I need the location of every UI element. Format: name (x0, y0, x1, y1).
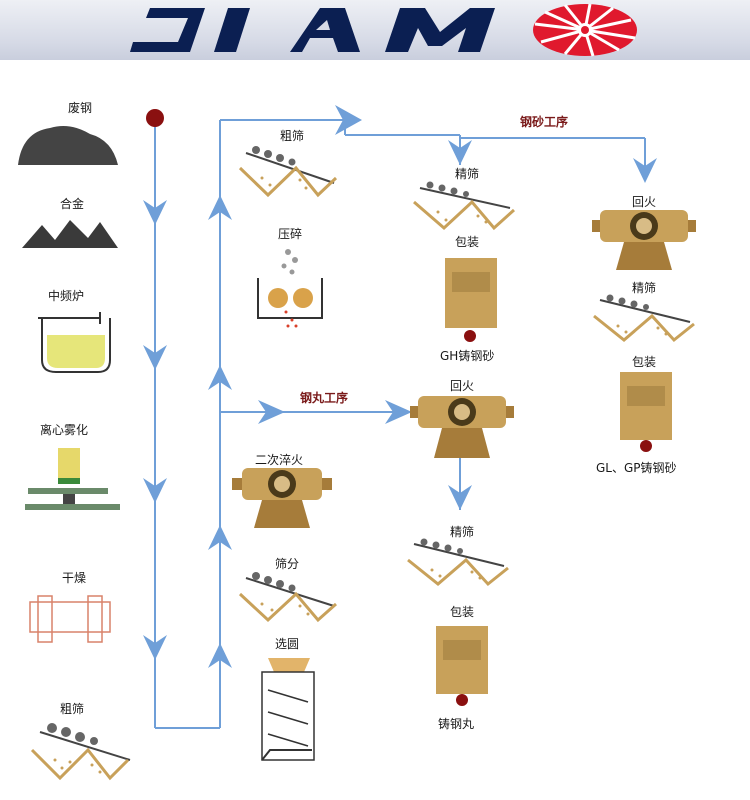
grit-packaging-label: 包装 (455, 235, 479, 249)
shot-package-bag-icon (436, 626, 488, 706)
brand-emblem-icon (533, 3, 637, 57)
gh-product-label: GH铸钢砂 (440, 348, 494, 363)
process-flow-diagram: 废钢 合金 中频炉 离心雾化 干燥 粗筛 粗筛 压碎 (18, 100, 696, 781)
screening-label: 筛分 (275, 556, 299, 571)
flow-lines (154, 119, 646, 729)
grit-fine-screen-icon (413, 181, 516, 231)
crusher-icon (257, 249, 323, 328)
second-quench-label: 二次淬火 (255, 452, 303, 467)
down-arrows (143, 200, 167, 660)
round-select-label: 选圆 (275, 637, 299, 651)
header-banner (0, 0, 750, 60)
screening-icon (238, 572, 337, 623)
crushing-label: 压碎 (278, 226, 302, 241)
round-selector-icon (261, 658, 315, 761)
alloy-label: 合金 (60, 196, 84, 211)
grit-tempering-label: 回火 (632, 195, 656, 209)
scrap-steel-icon (18, 126, 118, 165)
grit-packaging-label-2: 包装 (632, 355, 656, 369)
atomizer-icon (25, 448, 120, 510)
right-arrows (258, 105, 412, 424)
shot-fine-screen-icon (407, 538, 509, 587)
quench-drum-icon (232, 468, 332, 528)
atomize-label: 离心雾化 (40, 422, 88, 437)
coarse-screen-icon-mid (238, 146, 338, 198)
steel-shot-product-label: 铸钢丸 (438, 716, 474, 731)
alloy-icon (22, 220, 118, 248)
brand-logo (130, 3, 637, 57)
up-arrows (208, 195, 232, 668)
dryer-icon (29, 595, 111, 643)
grit-fine-screen-label-2: 精筛 (632, 280, 656, 295)
grit-tempering-drum-icon (592, 210, 696, 270)
grit-fine-screen-label: 精筛 (455, 166, 479, 181)
grit-package-bag-icon (445, 258, 497, 342)
shot-packaging-label: 包装 (450, 605, 474, 619)
logo-lettering (130, 8, 495, 52)
branch-arrows (448, 140, 657, 510)
furnace-label: 中频炉 (48, 288, 84, 303)
coarse-screen-label-left: 粗筛 (60, 701, 84, 716)
shot-tempering-label: 回火 (450, 379, 474, 393)
shot-fine-screen-label: 精筛 (450, 524, 474, 539)
grit-package-bag-icon-2 (620, 372, 672, 452)
furnace-icon (38, 312, 111, 373)
coarse-screen-label-mid: 粗筛 (280, 128, 304, 143)
start-node (146, 109, 164, 127)
coarse-screen-icon-left (30, 723, 131, 781)
gl-gp-product-label: GL、GP铸钢砂 (596, 460, 677, 475)
grit-fine-screen-icon-2 (593, 294, 695, 343)
shot-tempering-drum-icon (410, 396, 514, 458)
grit-section-title: 钢砂工序 (520, 114, 568, 129)
shot-section-title: 钢丸工序 (300, 390, 348, 405)
scrap-steel-label: 废钢 (68, 100, 92, 115)
drying-label: 干燥 (62, 571, 86, 585)
